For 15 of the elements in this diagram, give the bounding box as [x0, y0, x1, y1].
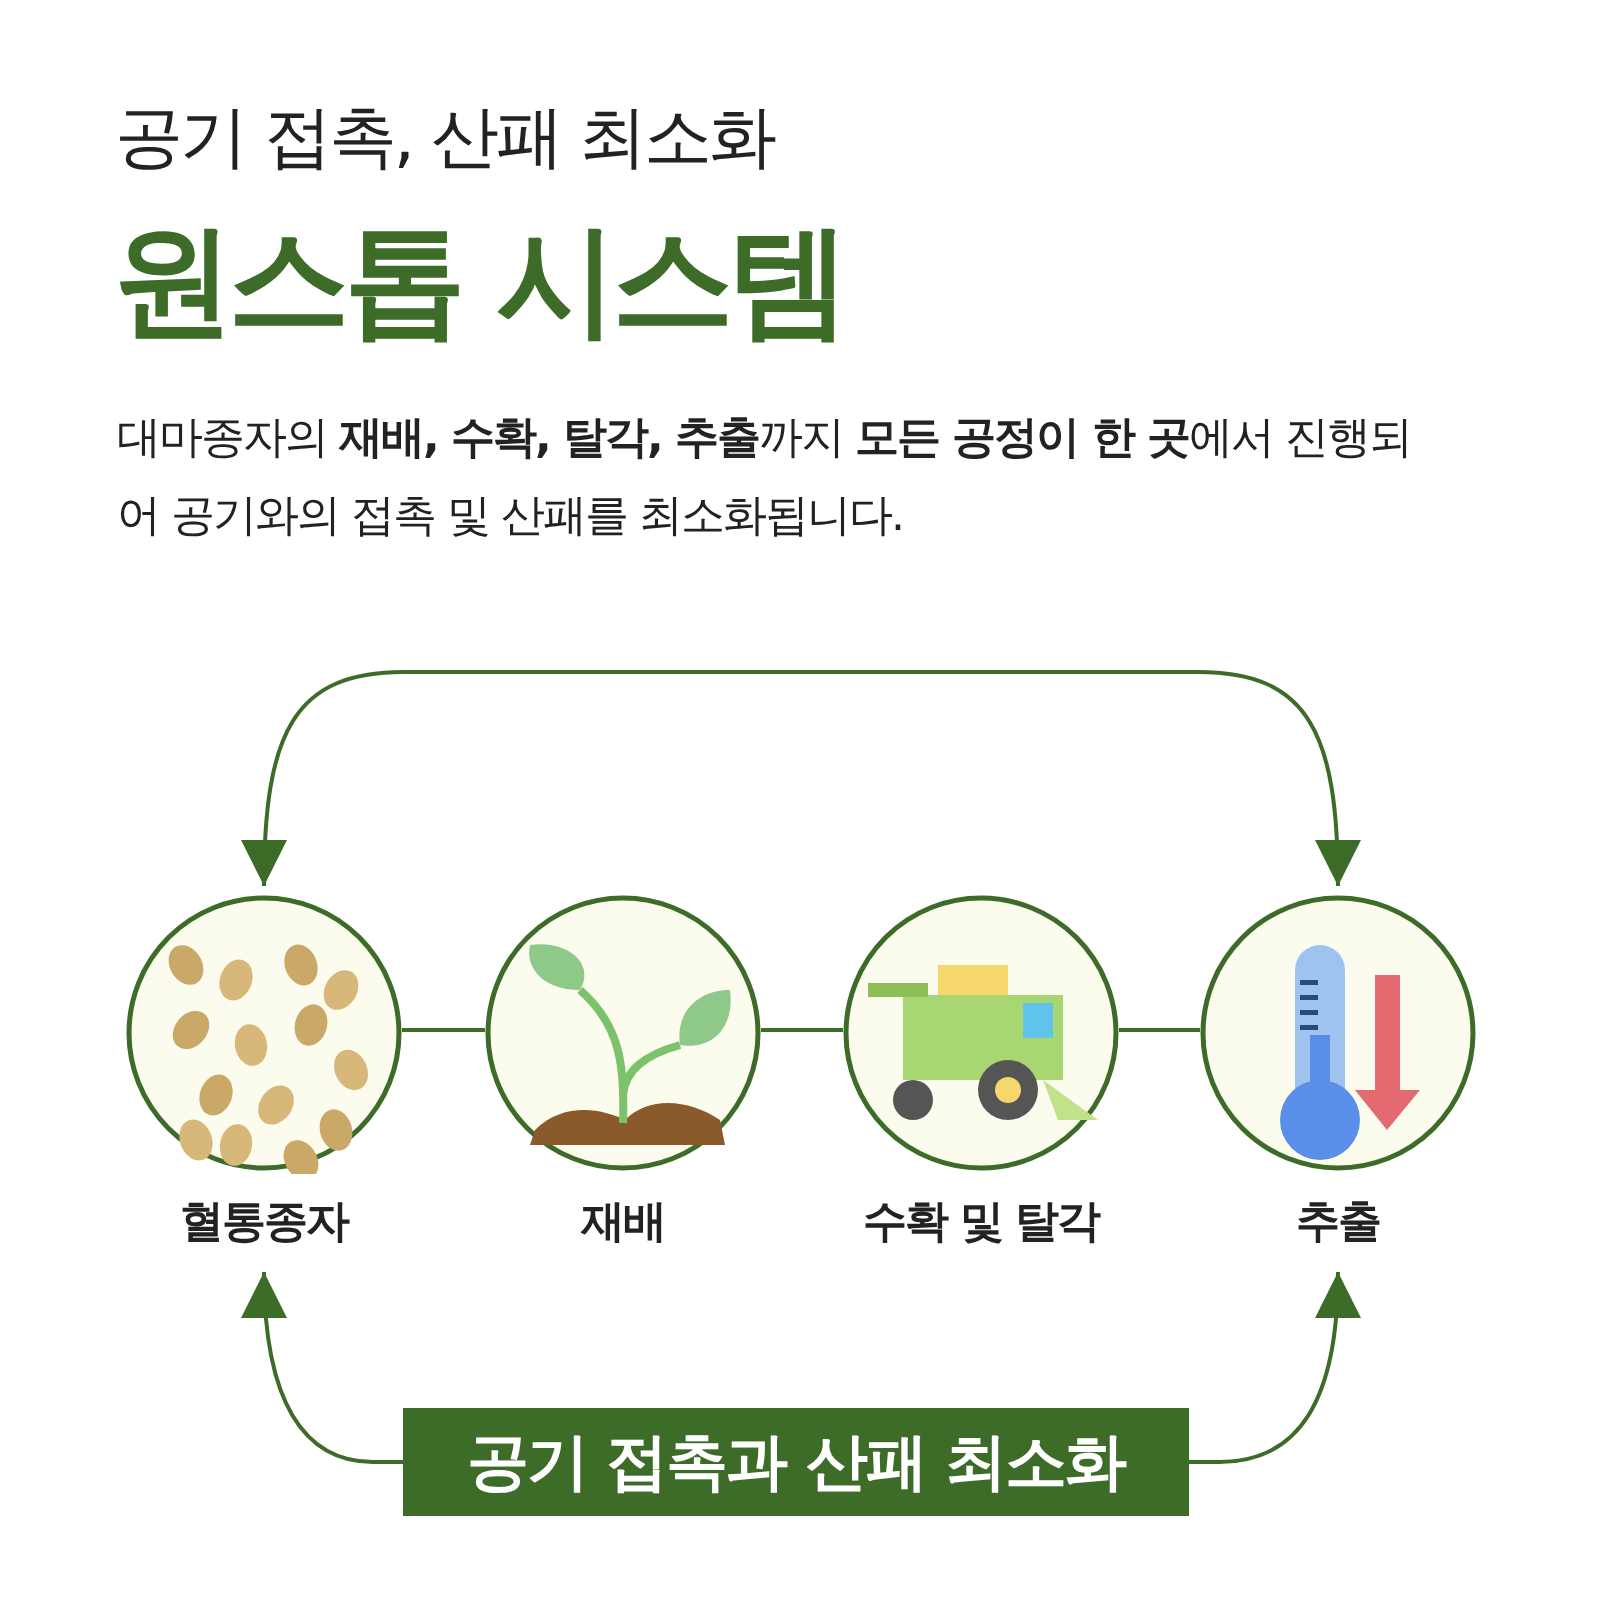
description-text: 대마종자의 재배, 수확, 탈각, 추출까지 모든 공정이 한 곳에서 진행되어 공기와의 접촉 및 산패를 최소화됩니다. [117, 410, 1413, 542]
subtitle: 공기 접촉, 산패 최소화 [115, 96, 775, 178]
step-label: 혈통종자 [180, 1194, 348, 1248]
arrow [241, 670, 1361, 887]
connector-line [1119, 1028, 1200, 1032]
arrow [242, 1271, 403, 1464]
step-label: 수확 및 탈각 [862, 1194, 1100, 1248]
banner-text: 공기 접촉과 산패 최소화 [466, 1424, 1126, 1500]
arrow [1189, 1271, 1360, 1464]
banner-box [403, 1408, 1189, 1516]
step-label: 재배 [581, 1194, 665, 1248]
step-label: 추출 [1296, 1194, 1380, 1248]
connector-line [761, 1028, 843, 1032]
connector-line [402, 1028, 485, 1032]
title: 원스톱 시스템 [112, 208, 845, 353]
